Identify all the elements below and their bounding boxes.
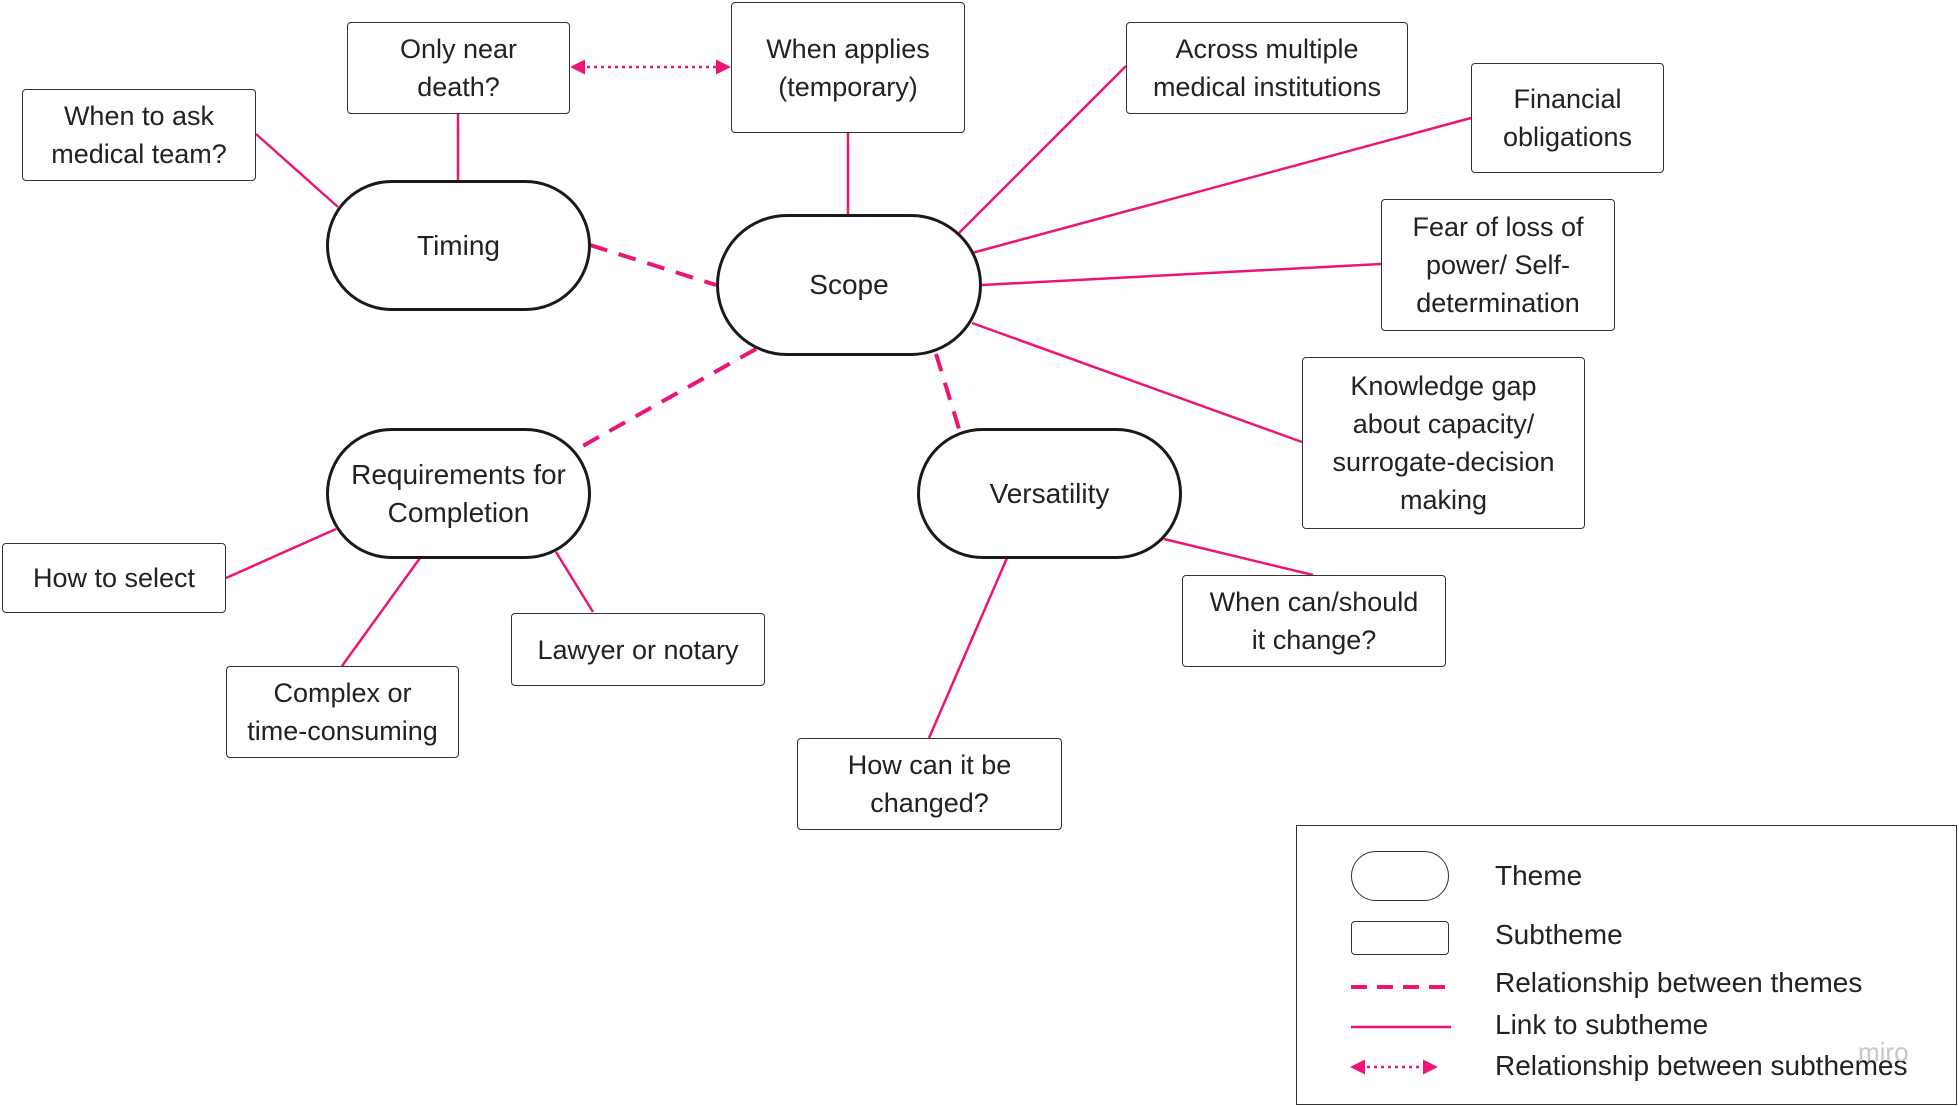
legend-line-swatches (1350, 985, 1451, 1075)
legend-subtheme-label: Subtheme (1495, 919, 1623, 950)
legend-rel-subthemes-label: Relationship between subthemes (1495, 1050, 1908, 1081)
subtheme-fear-of-loss: Fear of loss of power/ Self- determinati… (1381, 199, 1615, 331)
rel-scope-versatility (934, 353, 962, 433)
subtheme-when-to-ask-label: When to ask medical team? (51, 101, 227, 169)
theme-versatility-label: Versatility (989, 477, 1110, 509)
subtheme-fear-of-loss-label: Fear of loss of power/ Self- determinati… (1412, 212, 1584, 318)
subtheme-lawyer-or-notary-label: Lawyer or notary (537, 634, 739, 665)
theme-timing-label: Timing (417, 229, 500, 261)
link-scope-across (957, 65, 1127, 235)
theme-scope-label: Scope (809, 269, 889, 300)
subtheme-across-institutions-label: Across multiple medical institutions (1152, 34, 1382, 102)
legend-theme-label: Theme (1495, 860, 1583, 891)
legend-subtheme-swatch (1351, 921, 1449, 955)
rel-timing-scope (589, 243, 717, 287)
theme-requirements-label: Requirements for Completion (351, 458, 566, 528)
legend-theme-swatch (1351, 851, 1449, 901)
subtheme-complex: Complex or time-consuming (226, 666, 459, 758)
rel-scope-requirements (571, 347, 757, 454)
legend: Theme Subtheme Relationship between them… (1296, 825, 1957, 1105)
miro-watermark: miro (1858, 1037, 1909, 1067)
theme-requirements: Requirements for Completion (326, 428, 591, 559)
subtheme-only-near-death-label: Only near death? (399, 34, 518, 102)
subtheme-lawyer-or-notary: Lawyer or notary (511, 613, 765, 686)
legend-link-subtheme-label: Link to subtheme (1495, 1009, 1709, 1040)
subtheme-how-changed-label: How can it be changed? (847, 750, 1012, 818)
link-vers-howchanged (927, 557, 1009, 739)
theme-scope: Scope (716, 214, 982, 356)
link-req-lawyer (554, 551, 595, 613)
subtheme-when-change: When can/should it change? (1182, 575, 1446, 667)
link-req-howtoselect (225, 527, 337, 580)
subtheme-across-institutions: Across multiple medical institutions (1126, 22, 1408, 114)
subtheme-knowledge-gap-label: Knowledge gap about capacity/ surrogate-… (1332, 371, 1555, 515)
link-scope-fear (981, 262, 1382, 287)
subtheme-only-near-death: Only near death? (347, 22, 570, 114)
subtheme-complex-label: Complex or time-consuming (247, 678, 438, 746)
link-scope-knowledge (971, 321, 1303, 444)
link-scope-financial (971, 116, 1472, 255)
link-req-complex (340, 557, 422, 667)
theme-versatility: Versatility (917, 428, 1182, 559)
link-timing-whentoask (255, 133, 339, 208)
legend-rel-themes-label: Relationship between themes (1495, 967, 1863, 998)
subtheme-financial-label: Financial obligations (1502, 84, 1633, 152)
subtheme-knowledge-gap: Knowledge gap about capacity/ surrogate-… (1302, 357, 1585, 529)
subtheme-when-to-ask: When to ask medical team? (22, 89, 256, 181)
subtheme-when-change-label: When can/should it change? (1209, 587, 1419, 655)
subtheme-how-to-select: How to select (2, 543, 226, 613)
subtheme-how-to-select-label: How to select (32, 563, 196, 593)
link-vers-whenchange (1163, 537, 1314, 577)
subtheme-when-applies: When applies (temporary) (731, 2, 965, 133)
subtheme-financial: Financial obligations (1471, 63, 1664, 173)
theme-timing: Timing (326, 180, 591, 311)
subtheme-when-applies-label: When applies (temporary) (766, 33, 930, 102)
subtheme-how-changed: How can it be changed? (797, 738, 1062, 830)
